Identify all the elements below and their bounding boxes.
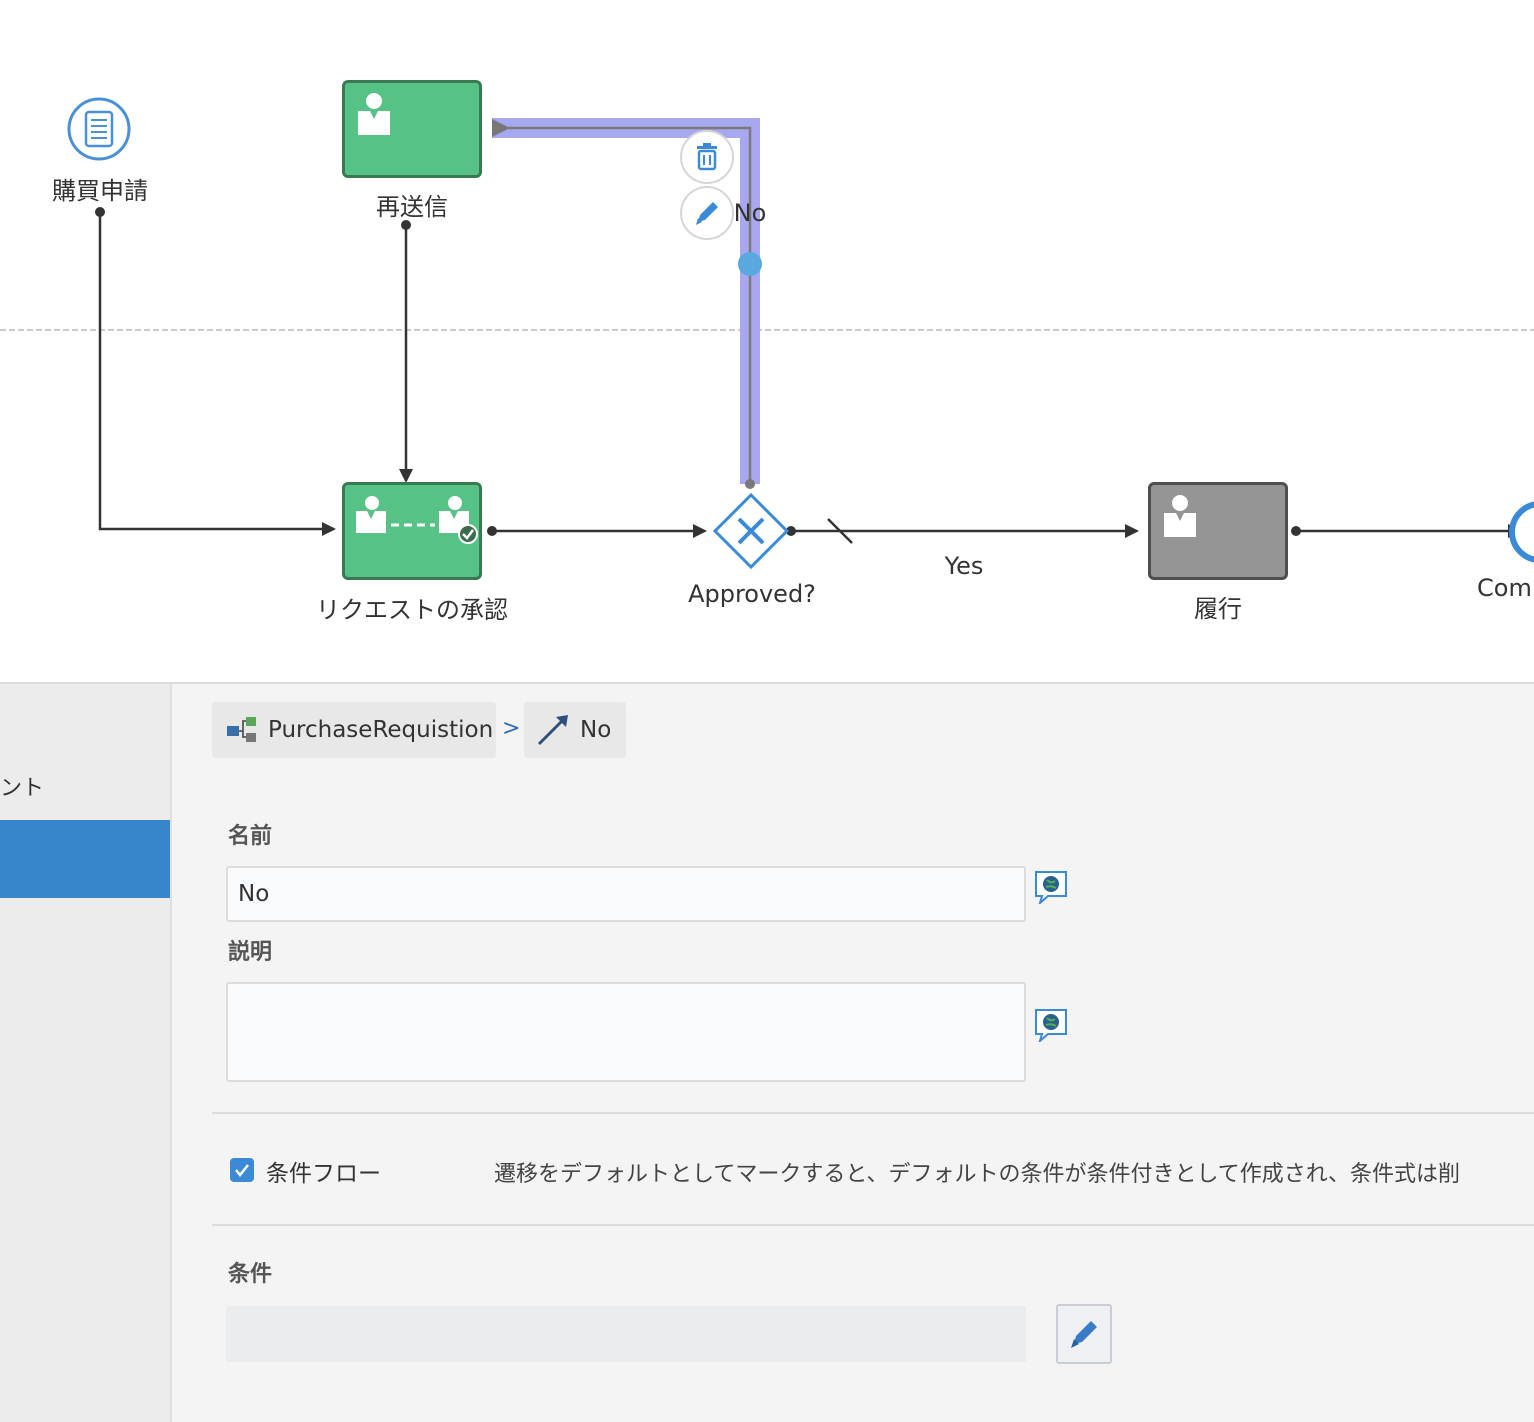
section-divider [212, 1224, 1534, 1226]
yes-flow-label: Yes [944, 552, 984, 580]
flow-no [492, 119, 752, 484]
gateway-label: Approved? [688, 580, 816, 608]
name-field-label: 名前 [228, 824, 273, 849]
left-nav-item-partial[interactable]: ント [0, 776, 45, 801]
left-navigation: ント [0, 684, 172, 1422]
document-icon [67, 97, 131, 161]
user-task-icon [1164, 495, 1196, 537]
checkmark-icon [235, 1164, 249, 1178]
end-event[interactable] [1508, 500, 1534, 564]
no-flow-label: No [733, 199, 767, 227]
conditional-flow-help-text: 遷移をデフォルトとしてマークすると、デフォルトの条件が条件付きとして作成され、条… [494, 1162, 1461, 1187]
group-approval-icon [356, 496, 478, 544]
approval-task-label: リクエストの承認 [316, 596, 508, 624]
trash-icon [697, 143, 717, 171]
breadcrumb-flow-label: No [580, 717, 612, 743]
pencil-icon [1071, 1321, 1097, 1348]
flow-start-to-approval [98, 212, 336, 536]
user-task-icon [358, 93, 390, 135]
condition-field-label: 条件 [228, 1262, 273, 1287]
resubmit-task[interactable] [342, 80, 482, 178]
gateway-x-icon [712, 492, 790, 570]
exclusive-gateway[interactable] [712, 492, 790, 570]
edit-flow-label-button[interactable] [680, 186, 734, 240]
translate-description-icon[interactable] [1034, 1008, 1068, 1044]
section-divider [212, 1112, 1534, 1114]
conditional-flow-checkbox[interactable] [230, 1158, 254, 1182]
approval-task[interactable] [342, 482, 482, 580]
fulfill-task-label: 履行 [1194, 595, 1242, 623]
edit-condition-button[interactable] [1056, 1304, 1112, 1364]
name-input[interactable]: No [226, 866, 1026, 922]
translate-name-icon[interactable] [1034, 870, 1068, 906]
breadcrumb-flow[interactable]: No [524, 702, 626, 758]
start-event-label: 購買申請 [52, 177, 148, 205]
breadcrumb-process[interactable]: PurchaseRequistion [212, 702, 496, 758]
breadcrumb-process-label: PurchaseRequistion [268, 717, 494, 743]
resubmit-task-label: 再送信 [376, 193, 448, 221]
start-event[interactable] [67, 97, 131, 161]
description-field-label: 説明 [228, 940, 273, 965]
fulfill-task[interactable] [1148, 482, 1288, 580]
left-nav-active-item[interactable] [0, 820, 170, 898]
end-event-circle-icon [1509, 501, 1534, 563]
process-diagram-canvas[interactable]: 購買申請 再送信 リクエストの承認 Approved? No Yes [0, 0, 1534, 682]
description-textarea[interactable] [226, 982, 1026, 1082]
sequence-flow-icon [537, 715, 568, 746]
process-icon [227, 717, 256, 742]
default-flow-marker [827, 518, 853, 544]
pencil-icon [696, 202, 718, 225]
condition-expression-field[interactable] [226, 1306, 1026, 1362]
conditional-flow-label: 条件フロー [266, 1161, 381, 1187]
flow-connectors [0, 118, 1534, 544]
end-event-label: Comp [1477, 574, 1534, 602]
delete-flow-button[interactable] [680, 130, 734, 184]
flow-waypoint-handle [738, 252, 762, 276]
breadcrumb-separator: > [502, 716, 521, 741]
properties-panel: ント PurchaseRequistion > No 名前 No [0, 682, 1534, 1422]
